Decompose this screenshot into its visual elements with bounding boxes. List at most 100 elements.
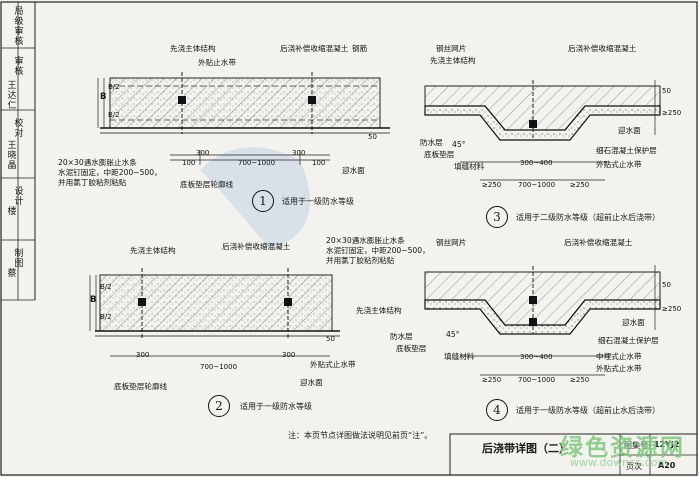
sidebar-name-review: 王达仁 (4, 80, 18, 110)
dim-50: 50 (662, 87, 671, 95)
sidebar-corner: 局级审核 (2, 6, 34, 46)
label-waterproof: 防水层 (390, 332, 413, 341)
detail-4-apply: 适用于一级防水等级（超前止水后浇带） (516, 406, 660, 415)
dim-gte250-right: ≥250 (662, 305, 682, 313)
sidebar-name: 王晓晶 (5, 140, 16, 170)
dim-gte250-right: ≥250 (662, 109, 682, 117)
detail-number-1: 1 (252, 190, 274, 212)
dim-b: B (90, 295, 97, 305)
dim-700-1000: 700~1000 (238, 159, 276, 167)
label-rebar: 钢筋 (352, 44, 368, 53)
label-base-outline: 底板垫层轮廓线 (180, 180, 234, 189)
label-fine-stone: 细石混凝土保护层 (596, 146, 657, 155)
dim-b2-top: B/2 (100, 283, 112, 291)
detail-number-4: 4 (486, 399, 508, 421)
label-post-concrete: 后浇补偿收缩混凝土 (564, 238, 633, 247)
label-filler: 填缝材料 (444, 352, 475, 361)
label-wire-mesh: 钢丝网片 (436, 238, 467, 247)
label-base-cushion: 底板垫层 (424, 150, 455, 159)
atlas-label: 图集号 (624, 441, 648, 450)
label-wire-mesh: 钢丝网片 (436, 44, 467, 53)
sidebar-row-label: 设计 (12, 186, 23, 206)
label-swell-note-2: 并用氯丁胶粘剂粘贴 (58, 178, 127, 187)
sidebar-name-design: 楼 (4, 206, 18, 216)
dim-50: 50 (326, 335, 335, 343)
detail-3-apply: 适用于二级防水等级（超前止水后浇带） (516, 213, 660, 222)
detail-1-apply: 适用于一级防水等级 (282, 197, 354, 206)
dim-50: 50 (368, 133, 377, 141)
label-main-structure: 先浇主体结构 (170, 44, 216, 53)
page-note: 注：本页节点详图做法说明见前页“注”。 (288, 431, 433, 440)
label-mid-waterstop: 中埋式止水带 (596, 352, 642, 361)
dim-100-right: 100 (312, 159, 326, 167)
page-label: 页次 (626, 462, 642, 471)
sidebar-name: 王达仁 (5, 80, 16, 110)
label-post-concrete: 后浇补偿收缩混凝土 (280, 44, 349, 53)
dim-700-1000: 700~1000 (518, 376, 556, 384)
sidebar-row-design: 设计 (2, 186, 34, 206)
dim-b2-top: B/2 (108, 83, 120, 91)
label-swell-strip: 20×30遇水膨胀止水条 (58, 158, 137, 167)
sidebar-row-draw: 制图 (2, 248, 34, 268)
dim-300-right: 300 (282, 351, 296, 359)
dim-300-left: 300 (136, 351, 150, 359)
dim-gte250-mid: ≥250 (570, 376, 590, 384)
detail-2-apply: 适用于一级防水等级 (240, 402, 312, 411)
label-water-face: 迎水面 (622, 318, 645, 327)
label-fine-stone: 细石混凝土保护层 (598, 336, 659, 345)
label-main-structure: 先浇主体结构 (130, 246, 176, 255)
label-swell-strip: 20×30遇水膨胀止水条 (326, 236, 405, 245)
label-post-concrete: 后浇补偿收缩混凝土 (222, 242, 291, 251)
sidebar-name: 楼 (5, 206, 16, 216)
label-water-face: 迎水面 (300, 378, 323, 387)
sidebar-name: 蔡 (5, 268, 16, 278)
sidebar-row-label: 审核 (12, 56, 23, 76)
dim-50: 50 (662, 281, 671, 289)
dim-300-left: 300 (196, 149, 210, 157)
label-waterproof: 防水层 (420, 138, 443, 147)
label-filler: 填缝材料 (454, 162, 485, 171)
label-angle: 45° (446, 330, 460, 339)
label-base-outline: 底板垫层轮廓线 (114, 382, 168, 391)
dim-100-left: 100 (182, 159, 196, 167)
sidebar-row-label: 校对 (12, 118, 23, 138)
label-main-structure: 先浇主体结构 (356, 306, 402, 315)
dim-gte250-left: ≥250 (482, 376, 502, 384)
label-ext-waterstop: 外贴式止水带 (310, 360, 356, 369)
dim-300-400: 300~400 (520, 159, 553, 167)
label-post-concrete: 后浇补偿收缩混凝土 (568, 44, 637, 53)
label-swell-note-1: 水泥钉固定，中距200~500， (58, 168, 162, 177)
detail-number-3: 3 (486, 206, 508, 228)
sidebar-name-draw: 蔡 (4, 268, 18, 278)
sidebar-row-review: 审核 (2, 56, 34, 76)
dim-700-1000: 700~1000 (200, 363, 238, 371)
label-main-structure: 先浇主体结构 (430, 56, 476, 65)
label-water-face: 迎水面 (342, 166, 365, 175)
sidebar-name-proof: 王晓晶 (4, 140, 18, 170)
label-swell-note-2: 并用氯丁胶粘剂粘贴 (326, 256, 395, 265)
dim-300-400: 300~400 (520, 353, 553, 361)
label-water-face: 迎水面 (618, 126, 641, 135)
dim-gte250-mid: ≥250 (570, 181, 590, 189)
label-swell-note-1: 水泥钉固定，中距200~500， (326, 246, 430, 255)
dim-gte250-left: ≥250 (482, 181, 502, 189)
page-number: A20 (658, 461, 676, 470)
dim-b2-bottom: B/2 (108, 111, 120, 119)
drawing-title: 后浇带详图（二） (482, 442, 570, 455)
dim-b2-bottom: B/2 (100, 313, 112, 321)
watermark-text: 绿色资源网 (560, 435, 685, 461)
label-ext-waterstop: 外贴止水带 (198, 58, 236, 67)
label-base-cushion: 底板垫层 (396, 344, 427, 353)
label-ext-waterstop: 外贴式止水带 (596, 160, 642, 169)
watermark-url: www.downcc.com (570, 456, 669, 469)
dim-700-1000: 700~1000 (518, 181, 556, 189)
detail-number-2: 2 (208, 395, 230, 417)
sidebar-corner-label: 局级审核 (12, 6, 23, 46)
sidebar-row-label: 制图 (12, 248, 23, 268)
dim-300-right: 300 (292, 149, 306, 157)
label-angle: 45° (452, 140, 466, 149)
dim-b: B (100, 92, 107, 102)
